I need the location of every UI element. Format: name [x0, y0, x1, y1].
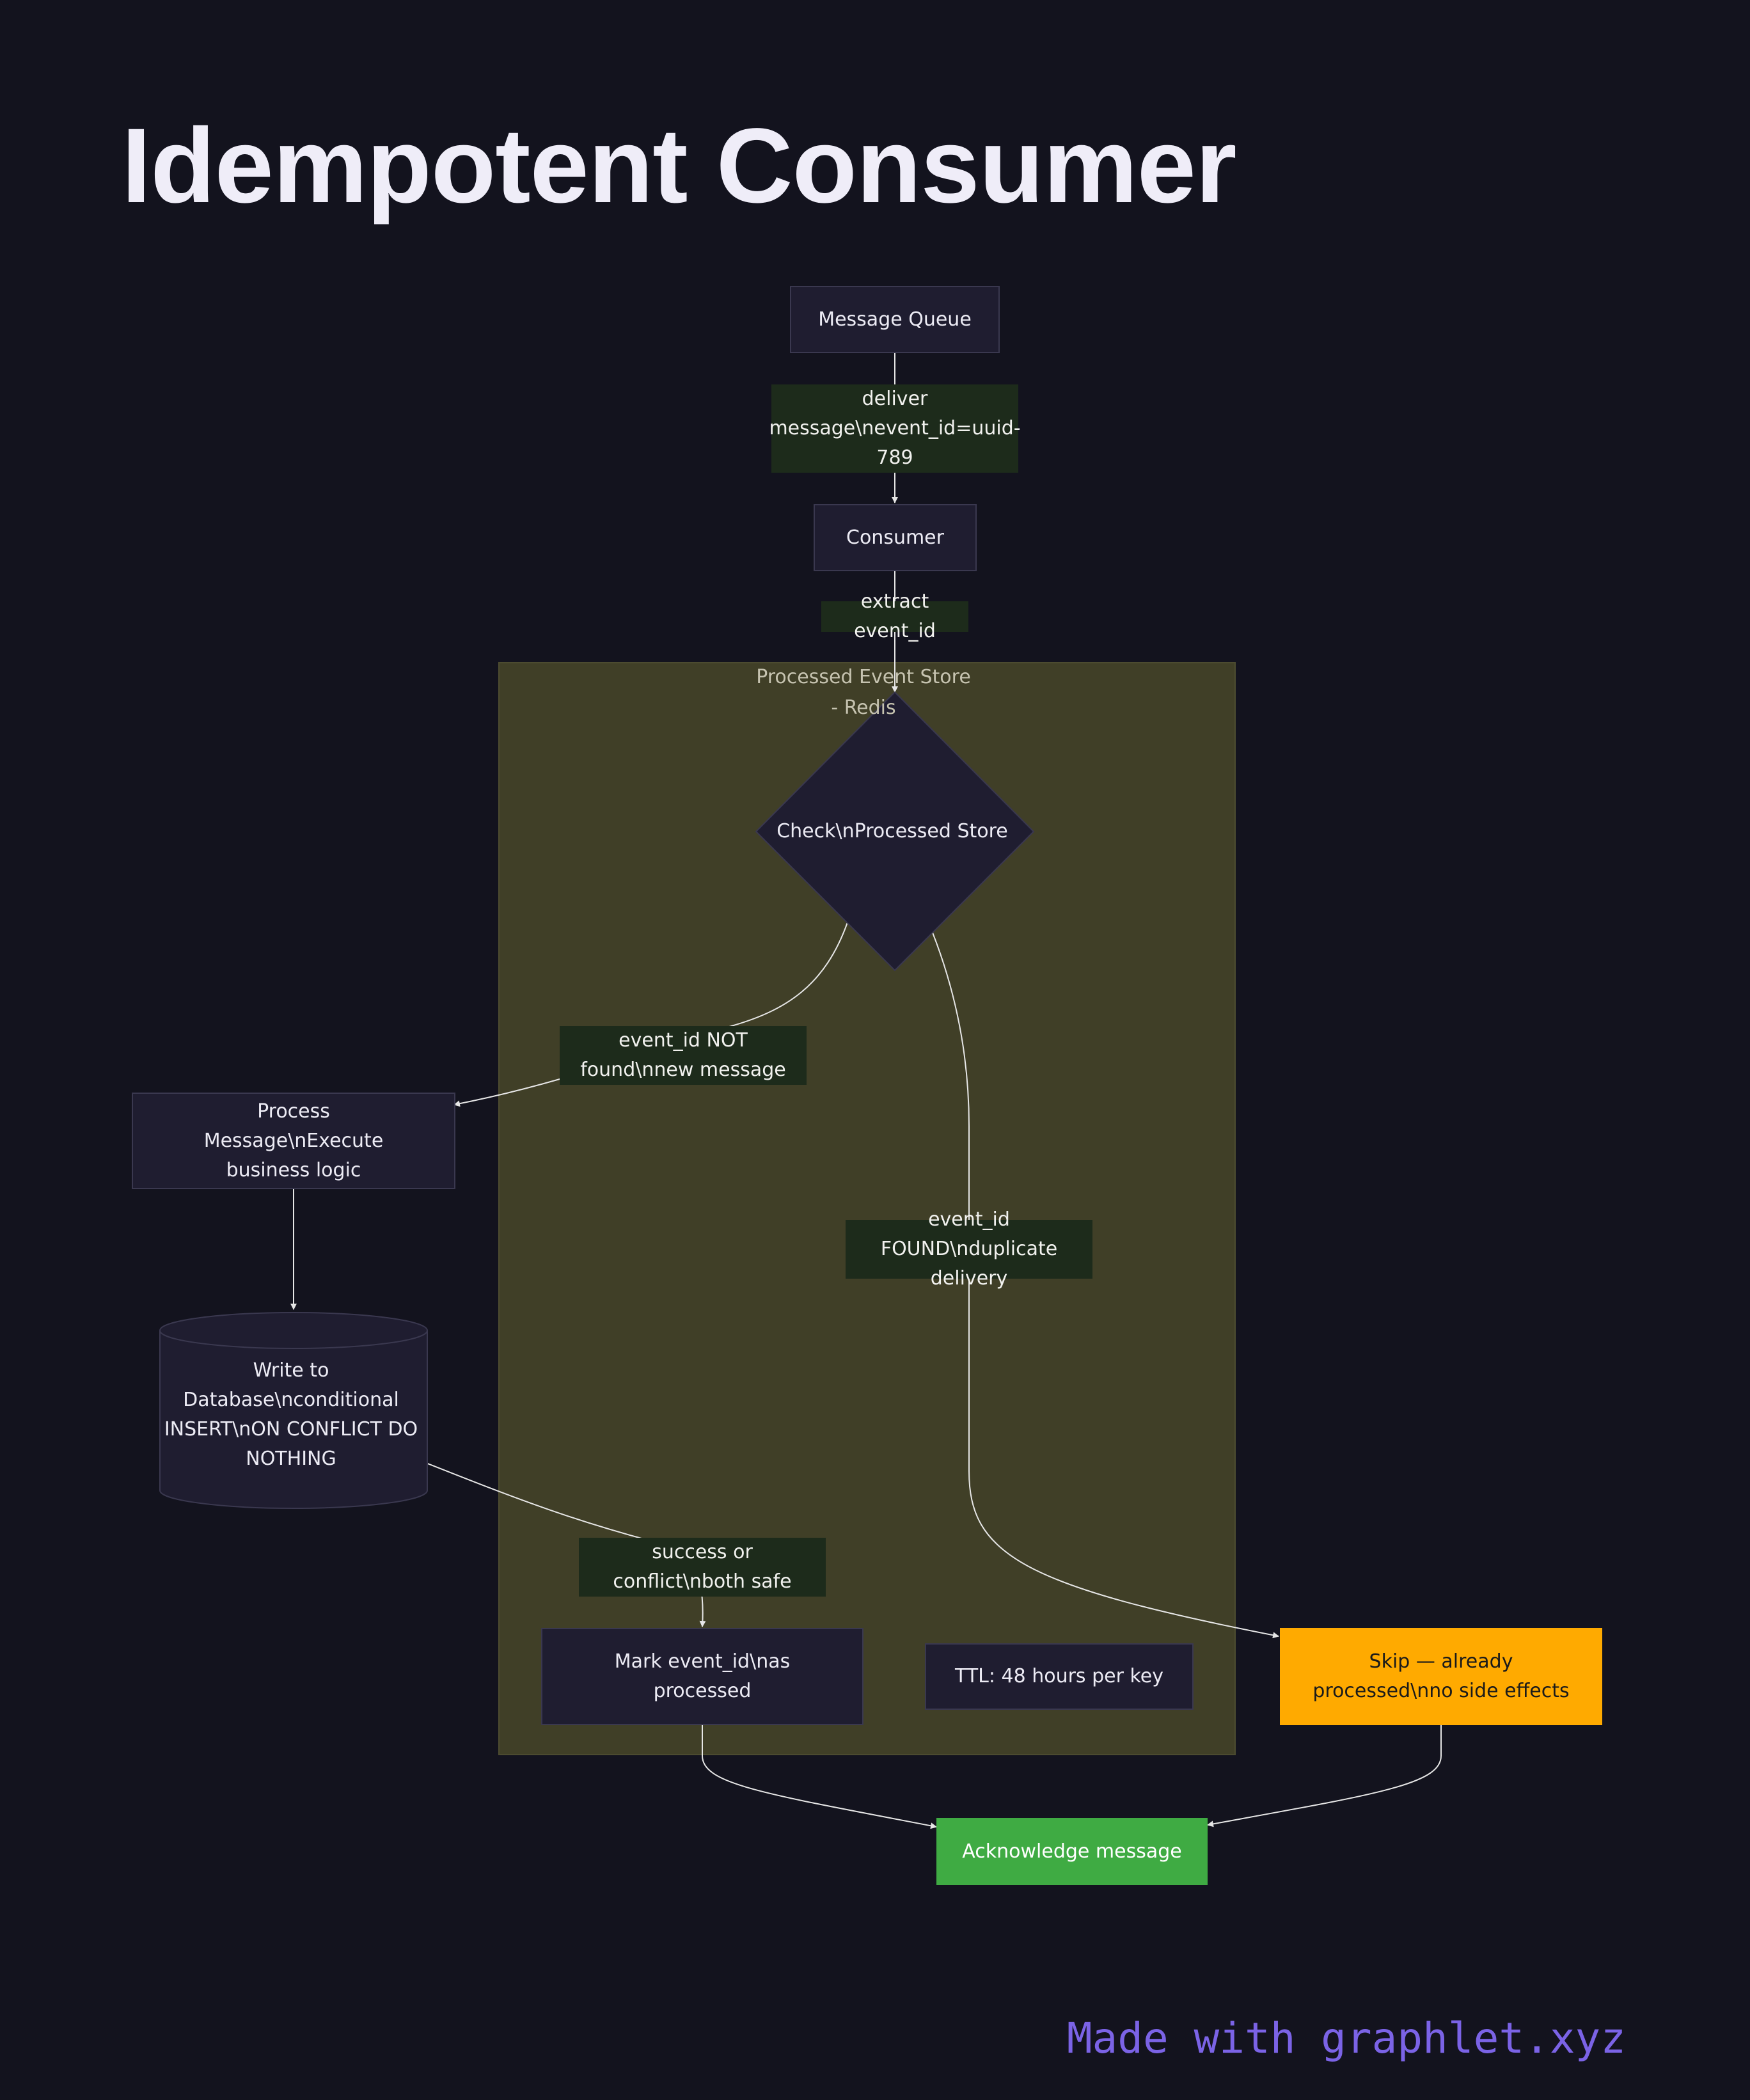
edge-label-deliver: deliver message\nevent_id=uuid-789 [769, 384, 1021, 473]
edge-label-not-found: event_id NOT found\nnew message [560, 1026, 807, 1085]
node-label: Message Queue [818, 308, 972, 331]
node-label: Consumer [846, 526, 944, 549]
edge-mark-to-ack [702, 1725, 937, 1829]
node-check-store-label: Check\nProcessed Store [776, 820, 1008, 842]
node-ttl-note: TTL: 48 hours per key [925, 1643, 1194, 1710]
node-mark-processed[interactable]: Mark event_id\nas processed [541, 1628, 863, 1725]
edge-label-found: event_id FOUND\nduplicate delivery [846, 1208, 1092, 1290]
edge-label-extract: extract event_id [821, 590, 968, 642]
database-cylinder [159, 1312, 428, 1509]
node-label: Acknowledge message [962, 1840, 1182, 1863]
edge-label-success: success or conflict\nboth safe [579, 1538, 826, 1597]
edge-check-to-skip [932, 932, 1279, 1639]
footer-credit[interactable]: Made with graphlet.xyz [1066, 2014, 1626, 2063]
node-label: Skip — already processed\nno side effect… [1312, 1650, 1570, 1702]
page-title: Idempotent Consumer [122, 107, 1237, 225]
node-process-message[interactable]: Process Message\nExecute business logic [132, 1093, 455, 1189]
node-consumer[interactable]: Consumer [814, 504, 977, 571]
node-message-queue[interactable]: Message Queue [790, 286, 1000, 353]
node-acknowledge[interactable]: Acknowledge message [936, 1818, 1208, 1885]
node-label: Mark event_id\nas processed [614, 1650, 791, 1702]
node-label: Process Message\nExecute business logic [203, 1100, 384, 1181]
group-title: Processed Event Store - Redis [756, 666, 971, 719]
node-label: TTL: 48 hours per key [955, 1665, 1163, 1687]
edge-skip-to-ack [1207, 1725, 1442, 1828]
node-skip[interactable]: Skip — already processed\nno side effect… [1280, 1628, 1602, 1725]
node-write-database-label: Write to Database\nconditional INSERT\nO… [164, 1359, 418, 1470]
check-store-diamond [755, 691, 1035, 972]
